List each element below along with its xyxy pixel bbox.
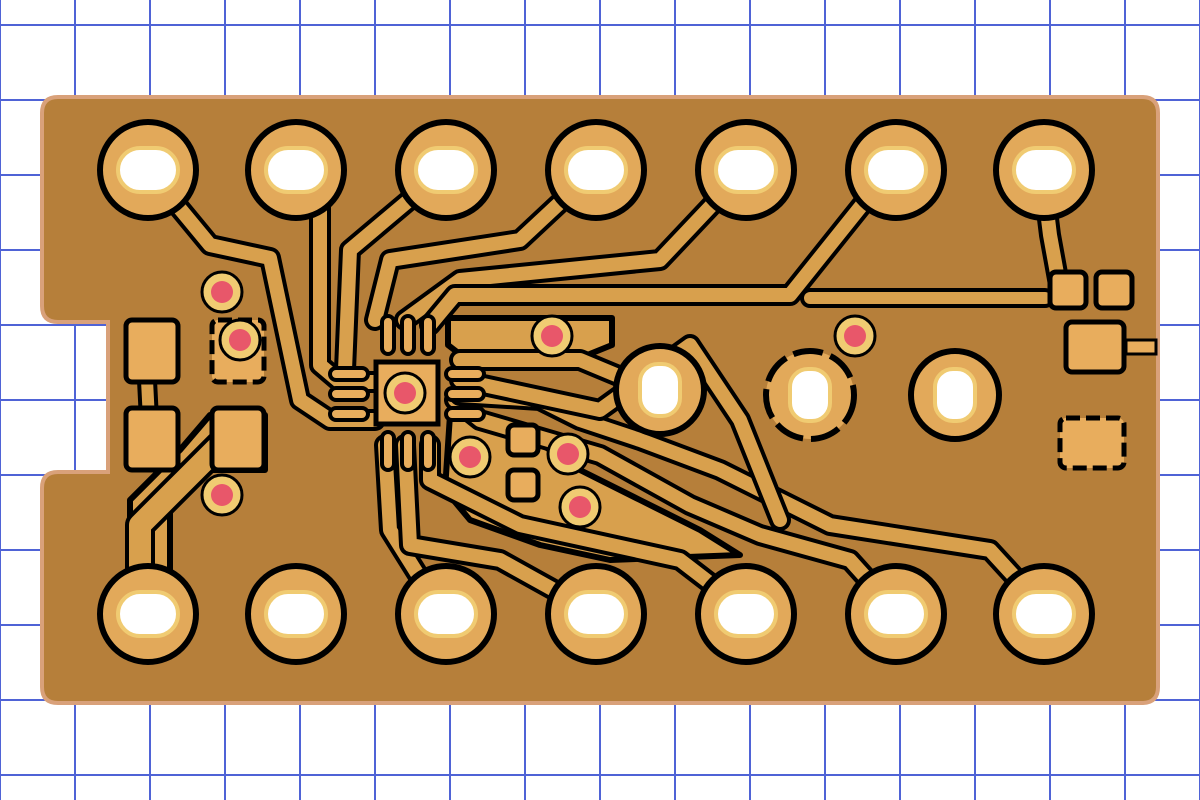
top-pin-5-pad-hole [714,146,778,194]
qfn-pad-left [328,406,370,422]
smd-components [123,269,1158,503]
bottom-pin-4-pad-hole [564,590,628,638]
smd-pad-right-3 [1063,319,1127,375]
top-pin-4-pad-hole [564,146,628,194]
via-5 [394,382,416,404]
top-pin-6-pad-hole [864,146,928,194]
bottom-pin-2-pad-hole [264,590,328,638]
smd-pad-center-2 [505,467,541,503]
qfn-pad-left [328,366,370,382]
trace-bottom-pin4 [398,438,597,617]
qfn-pad-bottom [420,430,436,472]
smd-pad-center-1 [505,422,541,458]
via-8 [569,496,591,518]
center-hole-1-hole [638,362,682,418]
via-7 [557,443,579,465]
top-pin-1-pad-hole [116,146,180,194]
via-4 [844,325,866,347]
bottom-pin-3-pad-hole [414,590,478,638]
qfn-pad-top [400,314,416,356]
bottom-pin-7-pad-hole [1012,590,1076,638]
via-3 [541,325,563,347]
bottom-pin-6-pad-hole [864,590,928,638]
via-9 [229,329,251,351]
trace-pin6 [423,163,897,332]
trace-pin5 [398,163,752,327]
qfn-pad-top [380,314,396,356]
vias [200,270,877,529]
via-1 [211,281,233,303]
smd-pad-right-4 [1057,415,1127,471]
smd-pad-left-2 [123,405,181,473]
center-hole-2-hole [788,367,832,423]
qfn-pad-top [420,314,436,356]
qfn-pad-right [444,406,486,422]
smd-pad-left-1 [123,317,181,385]
smd-pad-right-1 [1047,269,1089,311]
via-6 [459,446,481,468]
qfn-pad-left [328,386,370,402]
qfn-pad-right [444,366,486,382]
smd-pad-edge-tab [1124,338,1158,356]
qfn-pad-right [444,386,486,402]
qfn-pad-bottom [380,430,396,472]
bottom-pin-1-pad-hole [116,590,180,638]
via-2 [211,484,233,506]
smd-pad-right-2 [1093,269,1135,311]
trace-pin4 [368,163,602,327]
through-hole-pads [97,119,1095,665]
smd-pad-left-4 [209,405,267,473]
center-hole-3-hole [933,367,977,423]
qfn-pad-bottom [400,430,416,472]
top-pin-3-pad-hole [414,146,478,194]
top-pin-2-pad-hole [264,146,328,194]
bottom-pin-5-pad-hole [714,590,778,638]
trace-center-b [453,338,787,527]
top-pin-7-pad-hole [1012,146,1076,194]
